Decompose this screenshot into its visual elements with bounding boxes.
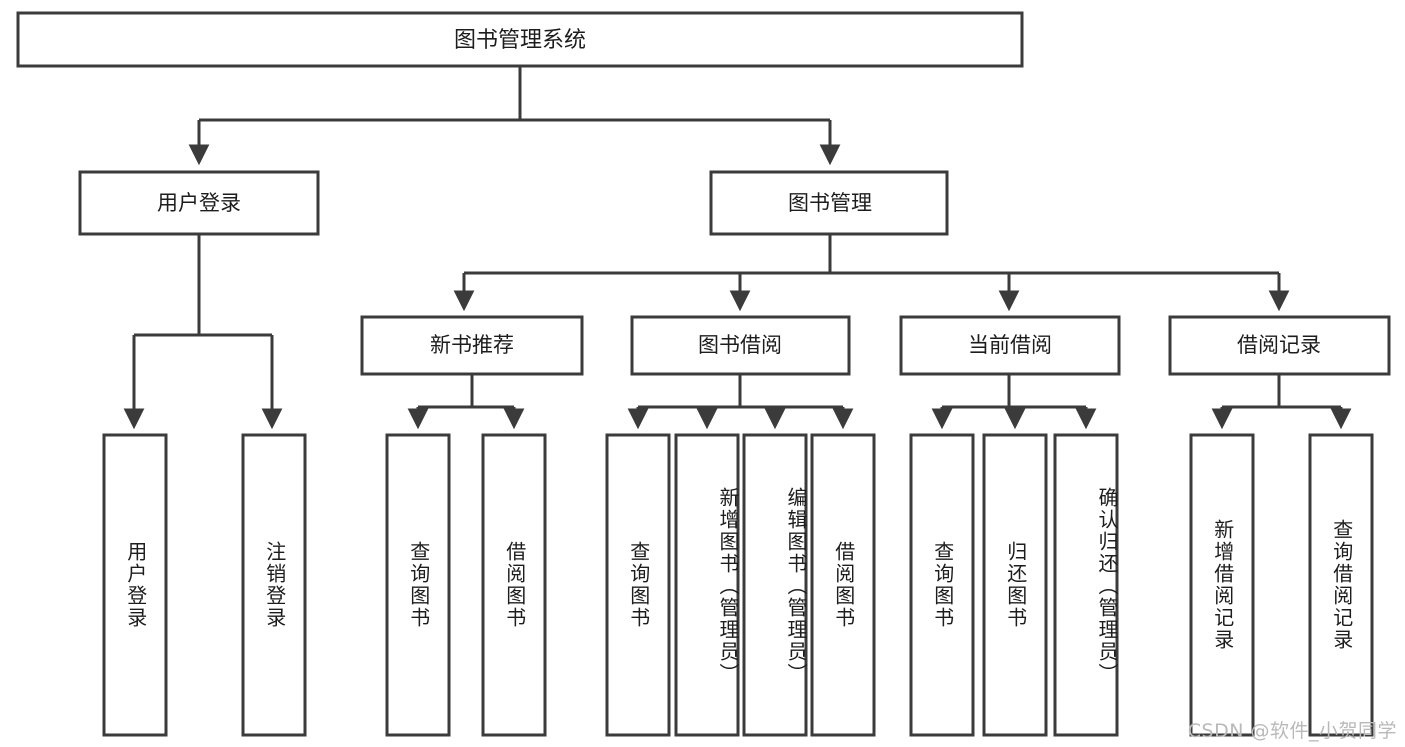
node-leaf-confirm-return-rect[interactable] — [1053, 433, 1119, 737]
csdn-watermark: CSDN @软件_小贺同学 — [1187, 720, 1397, 742]
node-book-manage[interactable]: 图书管理 — [709, 170, 949, 236]
node-leaf-borrow-book-1-rect[interactable] — [481, 433, 547, 737]
node-borrow-record[interactable]: 借阅记录 — [1168, 315, 1391, 376]
node-user-login[interactable]: 用户登录 — [78, 170, 320, 236]
connector-group-root — [188, 66, 841, 166]
node-new-book-rec[interactable]: 新书推荐 — [360, 315, 584, 376]
node-leaf-edit-book-rect[interactable] — [742, 433, 808, 737]
connector-group-user-login — [123, 234, 283, 430]
node-current-borrow[interactable]: 当前借阅 — [899, 315, 1121, 376]
node-book-manage-rect[interactable] — [709, 170, 949, 236]
node-leaf-add-record-rect[interactable] — [1189, 433, 1255, 737]
node-root-label: 图书管理系统 — [454, 28, 586, 53]
node-leaf-logout-rect[interactable] — [241, 433, 307, 737]
node-leaf-query-book-3-rect[interactable] — [909, 433, 975, 737]
node-current-borrow-rect[interactable] — [899, 315, 1121, 376]
connector-group-book-manage — [453, 234, 1290, 312]
connector-group-borrow-record — [1211, 374, 1352, 430]
node-new-book-rec-label: 新书推荐 — [430, 333, 514, 357]
node-leaf-query-book-1-rect[interactable] — [385, 433, 451, 737]
node-leaf-query-book-2-rect[interactable] — [605, 433, 671, 737]
node-leaf-user-login-rect[interactable] — [102, 433, 168, 737]
node-book-manage-label: 图书管理 — [788, 191, 872, 215]
node-user-login-rect[interactable] — [78, 170, 320, 236]
leaf-boxes — [102, 433, 1374, 737]
node-root-rect[interactable] — [16, 11, 1024, 68]
node-user-login-label: 用户登录 — [157, 191, 241, 215]
node-book-borrow-label: 图书借阅 — [698, 333, 782, 357]
node-current-borrow-label: 当前借阅 — [968, 333, 1052, 357]
node-borrow-record-label: 借阅记录 — [1237, 333, 1321, 357]
connector-group-book-borrow — [627, 374, 854, 430]
node-leaf-query-record-rect[interactable] — [1308, 433, 1374, 737]
connector-group-new-book-rec — [407, 374, 525, 430]
node-leaf-return-book-rect[interactable] — [982, 433, 1048, 737]
node-root[interactable]: 图书管理系统 — [16, 11, 1024, 68]
node-book-borrow-rect[interactable] — [630, 315, 851, 376]
node-leaf-add-book-rect[interactable] — [674, 433, 740, 737]
node-borrow-record-rect[interactable] — [1168, 315, 1391, 376]
node-new-book-rec-rect[interactable] — [360, 315, 584, 376]
connector-group-current-borrow — [931, 374, 1097, 430]
node-leaf-borrow-book-2-rect[interactable] — [810, 433, 876, 737]
node-book-borrow[interactable]: 图书借阅 — [630, 315, 851, 376]
